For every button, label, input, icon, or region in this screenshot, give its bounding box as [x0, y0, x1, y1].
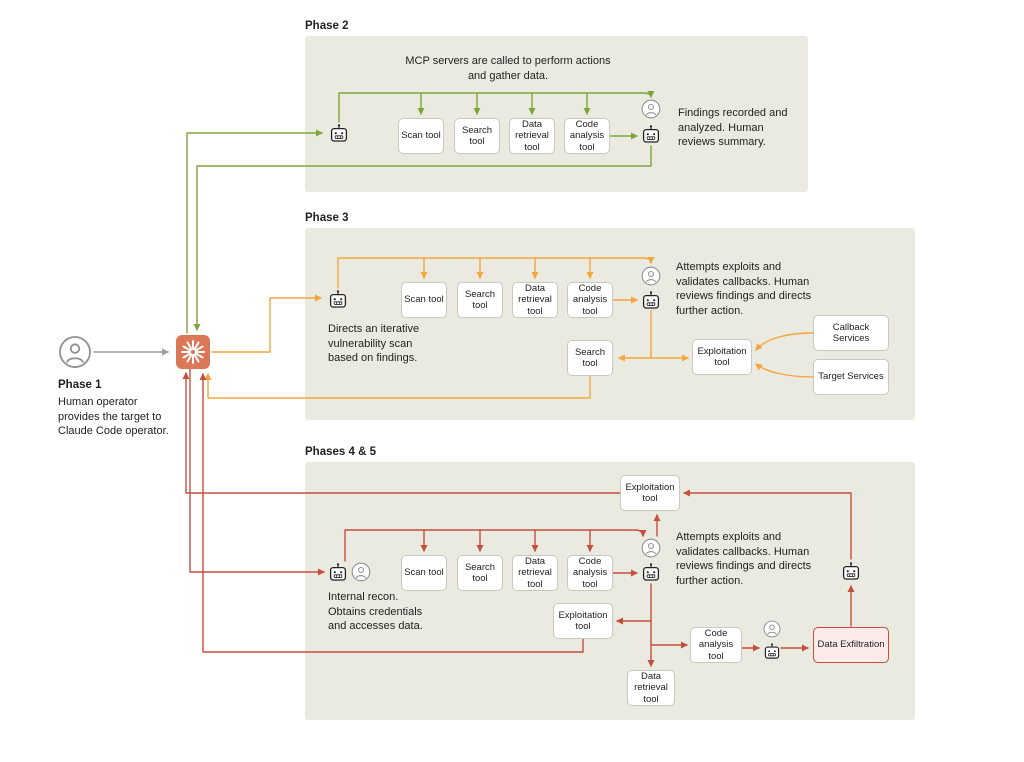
data-exfiltration-box: Data Exfiltration [813, 627, 889, 663]
human-icon [641, 266, 661, 286]
phase3-exploitation-tool-box: Exploitation tool [692, 339, 752, 375]
phase45-exploitation-tool-box: Exploitation tool [553, 603, 613, 639]
phase45-scan-tool-box: Scan tool [401, 555, 447, 591]
phase45-code-analysis-tool-box: Code analysis tool [567, 555, 613, 591]
phase2-search-tool-box: Search tool [454, 118, 500, 154]
claude-code-icon [176, 335, 210, 369]
robot-icon [328, 563, 348, 581]
callback-services-box: Callback Services [813, 315, 889, 351]
phase3-search-tool-box: Search tool [457, 282, 503, 318]
robot-icon [641, 291, 661, 309]
human-operator-icon [58, 335, 92, 369]
phase3-label: Phase 3 [305, 212, 349, 224]
phase2-label: Phase 2 [305, 20, 349, 32]
phase2-code-analysis-tool-box: Code analysis tool [564, 118, 610, 154]
robot-icon [329, 124, 349, 142]
phase45-code-analysis-tool-2-box: Code analysis tool [690, 627, 742, 663]
phase45-search-tool-box: Search tool [457, 555, 503, 591]
human-icon [641, 538, 661, 558]
phase3-agent-caption: Directs an iterative vulnerability scan … [328, 323, 420, 365]
human-icon [763, 620, 781, 638]
phase45-agent-caption: Internal recon. Obtains credentials and … [328, 591, 423, 633]
phase1-text: Phase 1 Human operator provides the targ… [58, 378, 170, 439]
phase2-note: Findings recorded and analyzed. Human re… [678, 107, 788, 149]
robot-icon [641, 563, 661, 581]
phase2-caption: MCP servers are called to perform action… [405, 55, 611, 82]
human-icon [641, 99, 661, 119]
human-icon [351, 562, 371, 582]
robot-icon [328, 290, 348, 308]
phase45-data-retrieval-tool-box: Data retrieval tool [512, 555, 558, 591]
phase3-data-retrieval-tool-box: Data retrieval tool [512, 282, 558, 318]
robot-icon [763, 643, 781, 659]
phase45-note: Attempts exploits and validates callback… [676, 531, 812, 587]
robot-icon [841, 562, 861, 580]
phase45-exploitation-tool-top-box: Exploitation tool [620, 475, 680, 511]
phase1-description: Human operator provides the target to Cl… [58, 396, 169, 438]
phase2-data-retrieval-tool-box: Data retrieval tool [509, 118, 555, 154]
phase3-note: Attempts exploits and validates callback… [676, 261, 812, 317]
target-services-box: Target Services [813, 359, 889, 395]
phase3-search-tool-2-box: Search tool [567, 340, 613, 376]
robot-icon [641, 125, 661, 143]
phase2-scan-tool-box: Scan tool [398, 118, 444, 154]
phase3-scan-tool-box: Scan tool [401, 282, 447, 318]
phase1-title: Phase 1 [58, 379, 102, 391]
phase45-label: Phases 4 & 5 [305, 446, 376, 458]
phase3-code-analysis-tool-box: Code analysis tool [567, 282, 613, 318]
phase45-data-retrieval-tool-2-box: Data retrieval tool [627, 670, 675, 706]
